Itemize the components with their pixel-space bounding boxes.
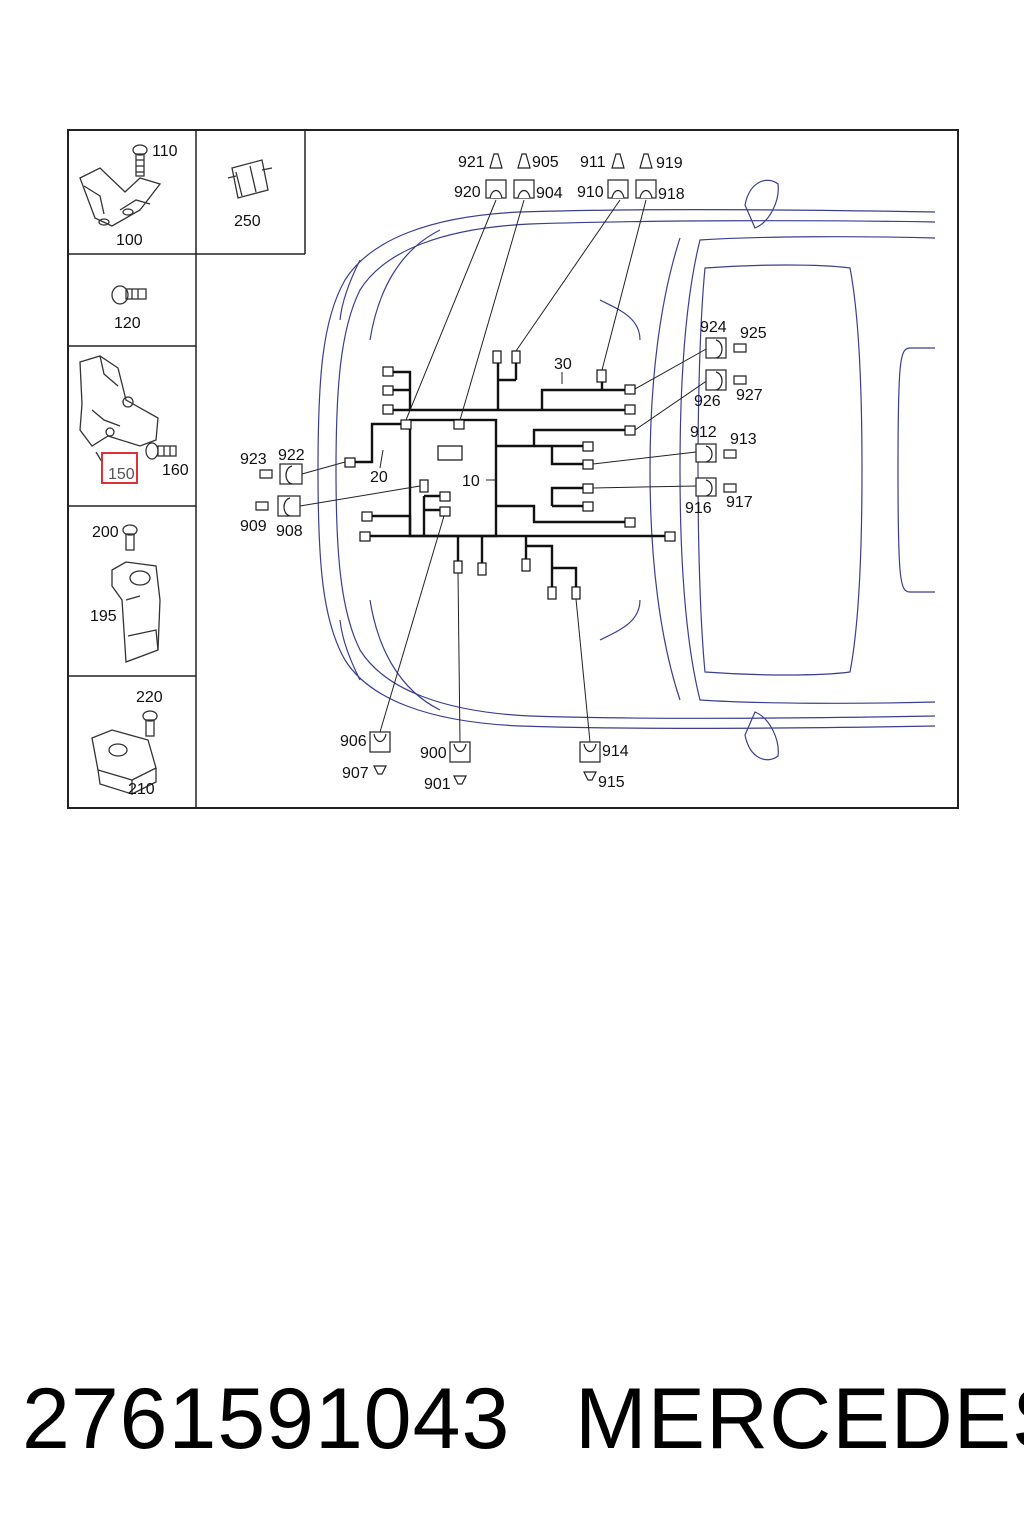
label-914: 914 xyxy=(602,743,629,760)
label-918: 918 xyxy=(658,186,685,203)
label-917: 917 xyxy=(726,494,753,511)
label-920: 920 xyxy=(454,184,481,201)
label-100: 100 xyxy=(116,232,143,249)
block-210-icon xyxy=(91,729,157,795)
parts-grid xyxy=(68,130,306,808)
label-900: 900 xyxy=(420,745,447,762)
label-110: 110 xyxy=(152,143,178,160)
bracket-150-icon xyxy=(79,355,159,463)
label-927: 927 xyxy=(736,387,763,404)
label-20: 20 xyxy=(370,469,388,486)
label-220: 220 xyxy=(136,689,163,706)
bolt-110-icon xyxy=(132,144,148,177)
diagram-frame xyxy=(67,129,959,809)
label-906: 906 xyxy=(340,733,367,750)
car-outline xyxy=(317,179,936,761)
label-916: 916 xyxy=(685,500,712,517)
bolt-160-icon xyxy=(145,442,177,460)
label-10: 10 xyxy=(462,473,480,490)
connector-icons xyxy=(255,153,747,785)
label-200: 200 xyxy=(92,524,119,541)
part-number: 2761591043 xyxy=(22,1371,511,1467)
bracket-100-icon xyxy=(79,167,162,227)
label-160: 160 xyxy=(162,462,189,479)
label-905: 905 xyxy=(532,154,559,171)
label-910: 910 xyxy=(577,184,604,201)
bolt-120-icon xyxy=(111,285,147,305)
label-120: 120 xyxy=(114,315,141,332)
highlight-box xyxy=(101,452,138,484)
label-904: 904 xyxy=(536,185,563,202)
label-911: 911 xyxy=(580,154,606,171)
label-925: 925 xyxy=(740,325,767,342)
leader-lines xyxy=(299,199,709,743)
label-924: 924 xyxy=(700,319,727,336)
label-921: 921 xyxy=(458,154,485,171)
harness-wires xyxy=(352,360,668,590)
label-901: 901 xyxy=(424,776,451,793)
harness-terminals xyxy=(344,350,676,600)
label-150: 150 xyxy=(108,466,135,483)
label-919: 919 xyxy=(656,155,683,172)
label-912: 912 xyxy=(690,424,717,441)
bracket-195-icon xyxy=(111,561,161,663)
label-926: 926 xyxy=(694,393,721,410)
label-923: 923 xyxy=(240,451,267,468)
label-250: 250 xyxy=(234,213,261,230)
label-195: 195 xyxy=(90,608,117,625)
label-908: 908 xyxy=(276,523,303,540)
label-915: 915 xyxy=(598,774,625,791)
label-30: 30 xyxy=(554,356,572,373)
footer: 2761591043 MERCEDES xyxy=(0,1370,1024,1470)
clip-250-icon xyxy=(227,159,273,199)
bolt-200-icon xyxy=(122,524,138,551)
brand-name: MERCEDES xyxy=(575,1371,1024,1467)
label-913: 913 xyxy=(730,431,757,448)
label-909: 909 xyxy=(240,518,267,535)
label-907: 907 xyxy=(342,765,369,782)
bolt-220-icon xyxy=(142,710,158,737)
label-210: 210 xyxy=(128,781,155,798)
label-922: 922 xyxy=(278,447,305,464)
